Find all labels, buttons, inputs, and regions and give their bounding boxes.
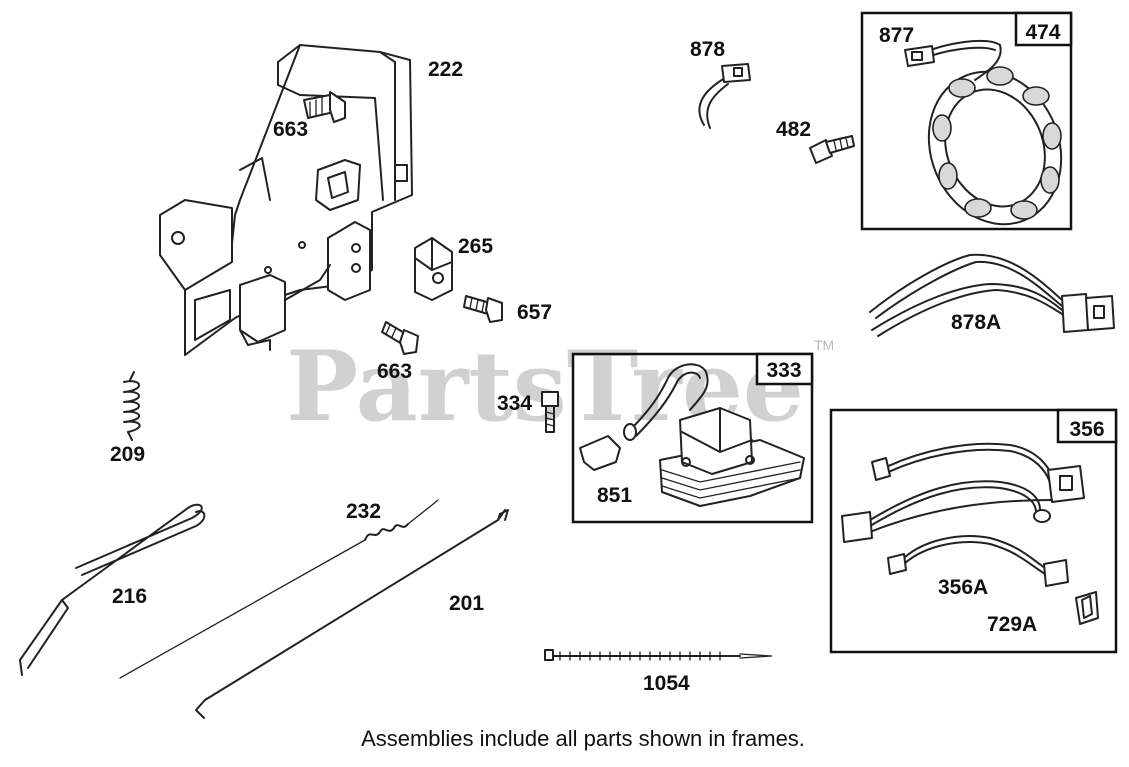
label-877: 877 bbox=[879, 24, 914, 47]
label-878: 878 bbox=[690, 38, 725, 61]
bolt-663-lower-drawing bbox=[381, 321, 419, 355]
link-216-drawing bbox=[19, 503, 206, 676]
label-334: 334 bbox=[497, 392, 532, 415]
label-1054: 1054 bbox=[643, 672, 690, 695]
lead-878A-drawing bbox=[869, 253, 1115, 337]
ignition-coil-drawing bbox=[579, 363, 805, 507]
label-729A: 729A bbox=[987, 613, 1037, 636]
cable-tie-1054-drawing bbox=[544, 649, 773, 661]
label-663-upper: 663 bbox=[273, 118, 308, 141]
control-bracket-drawing bbox=[159, 44, 413, 356]
frame-474: 474 bbox=[860, 11, 1073, 231]
bolt-663-upper-drawing bbox=[303, 91, 346, 123]
frame-356: 356 bbox=[829, 408, 1118, 654]
bolt-482-drawing bbox=[809, 135, 855, 164]
footer-note: Assemblies include all parts shown in fr… bbox=[361, 726, 805, 751]
label-222: 222 bbox=[428, 58, 463, 81]
label-657: 657 bbox=[517, 301, 552, 324]
frame-number-333: 333 bbox=[766, 359, 801, 382]
label-201: 201 bbox=[449, 592, 484, 615]
label-851: 851 bbox=[597, 484, 632, 507]
label-878A: 878A bbox=[951, 311, 1001, 334]
frame-number-474: 474 bbox=[1025, 21, 1060, 44]
label-265: 265 bbox=[458, 235, 493, 258]
frame-number-356: 356 bbox=[1069, 418, 1104, 441]
screw-334-drawing bbox=[541, 391, 559, 433]
frame-333: 333 bbox=[571, 352, 814, 524]
watermark-trademark: TM bbox=[814, 337, 834, 353]
clip-265-drawing bbox=[414, 237, 453, 301]
governor-spring-232-drawing bbox=[119, 499, 439, 679]
spring-209-drawing bbox=[123, 371, 141, 441]
label-663-lower: 663 bbox=[377, 360, 412, 383]
stator-drawing bbox=[904, 39, 1063, 226]
bolt-657-drawing bbox=[463, 295, 503, 323]
rod-201-drawing bbox=[195, 509, 509, 719]
label-482: 482 bbox=[776, 118, 811, 141]
label-232: 232 bbox=[346, 500, 381, 523]
label-356A: 356A bbox=[938, 576, 988, 599]
label-209: 209 bbox=[110, 443, 145, 466]
label-216: 216 bbox=[112, 585, 147, 608]
wire-harness-drawing bbox=[841, 442, 1099, 625]
lead-878-drawing bbox=[698, 63, 751, 129]
